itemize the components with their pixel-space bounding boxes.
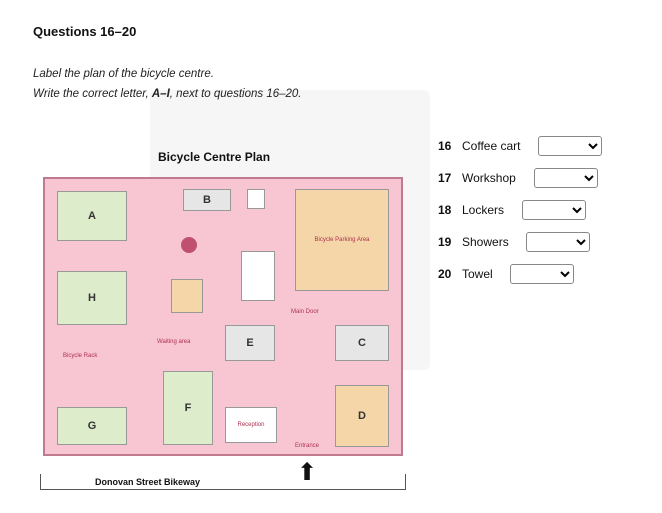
question-label: Towel (462, 267, 493, 281)
room-b: B (183, 189, 231, 211)
vending-area (241, 251, 275, 301)
label-bicycle-rack: Bicycle Rack (63, 353, 98, 359)
coffee-marker-icon (181, 237, 197, 253)
entrance-arrow-icon: ⬆ (297, 459, 318, 486)
question-16: 16 Coffee cart (438, 136, 602, 156)
room-f: F (163, 371, 213, 445)
room-d: D (335, 385, 389, 447)
room-e: E (225, 325, 275, 361)
room-g: G (57, 407, 127, 445)
room-c: C (335, 325, 389, 361)
label-waiting-area: Waiting area (157, 339, 191, 345)
question-number: 19 (438, 235, 452, 249)
question-17: 17 Workshop (438, 168, 598, 188)
waiting-area-box (171, 279, 203, 313)
question-number: 17 (438, 171, 452, 185)
answer-select-19[interactable] (526, 232, 590, 252)
bicycle-centre-plan: A H G B Bicycle Parking Area E C F Recep… (43, 177, 403, 456)
label-entrance: Entrance (295, 443, 320, 449)
questions-heading: Questions 16–20 (33, 24, 137, 39)
answer-select-17[interactable] (534, 168, 598, 188)
answer-select-16[interactable] (538, 136, 602, 156)
question-20: 20 Towel (438, 264, 574, 284)
room-h: H (57, 271, 127, 325)
instruction-line-1: Label the plan of the bicycle centre. (33, 68, 214, 80)
room-bicycle-parking: Bicycle Parking Area (295, 189, 389, 291)
room-reception: Reception (225, 407, 277, 443)
question-number: 20 (438, 267, 452, 281)
answer-select-20[interactable] (510, 264, 574, 284)
label-main-door: Main Door (291, 309, 319, 315)
plan-title: Bicycle Centre Plan (158, 150, 271, 164)
question-number: 18 (438, 203, 452, 217)
question-label: Coffee cart (462, 139, 521, 153)
street-label: Donovan Street Bikeway (40, 474, 406, 490)
question-label: Showers (462, 235, 509, 249)
question-18: 18 Lockers (438, 200, 586, 220)
answer-select-18[interactable] (522, 200, 586, 220)
stairs-box (247, 189, 265, 209)
instruction-line-2: Write the correct letter, A–I, next to q… (33, 88, 302, 100)
question-label: Lockers (462, 203, 505, 217)
question-number: 16 (438, 139, 452, 153)
question-19: 19 Showers (438, 232, 590, 252)
question-label: Workshop (462, 171, 516, 185)
room-a: A (57, 191, 127, 241)
